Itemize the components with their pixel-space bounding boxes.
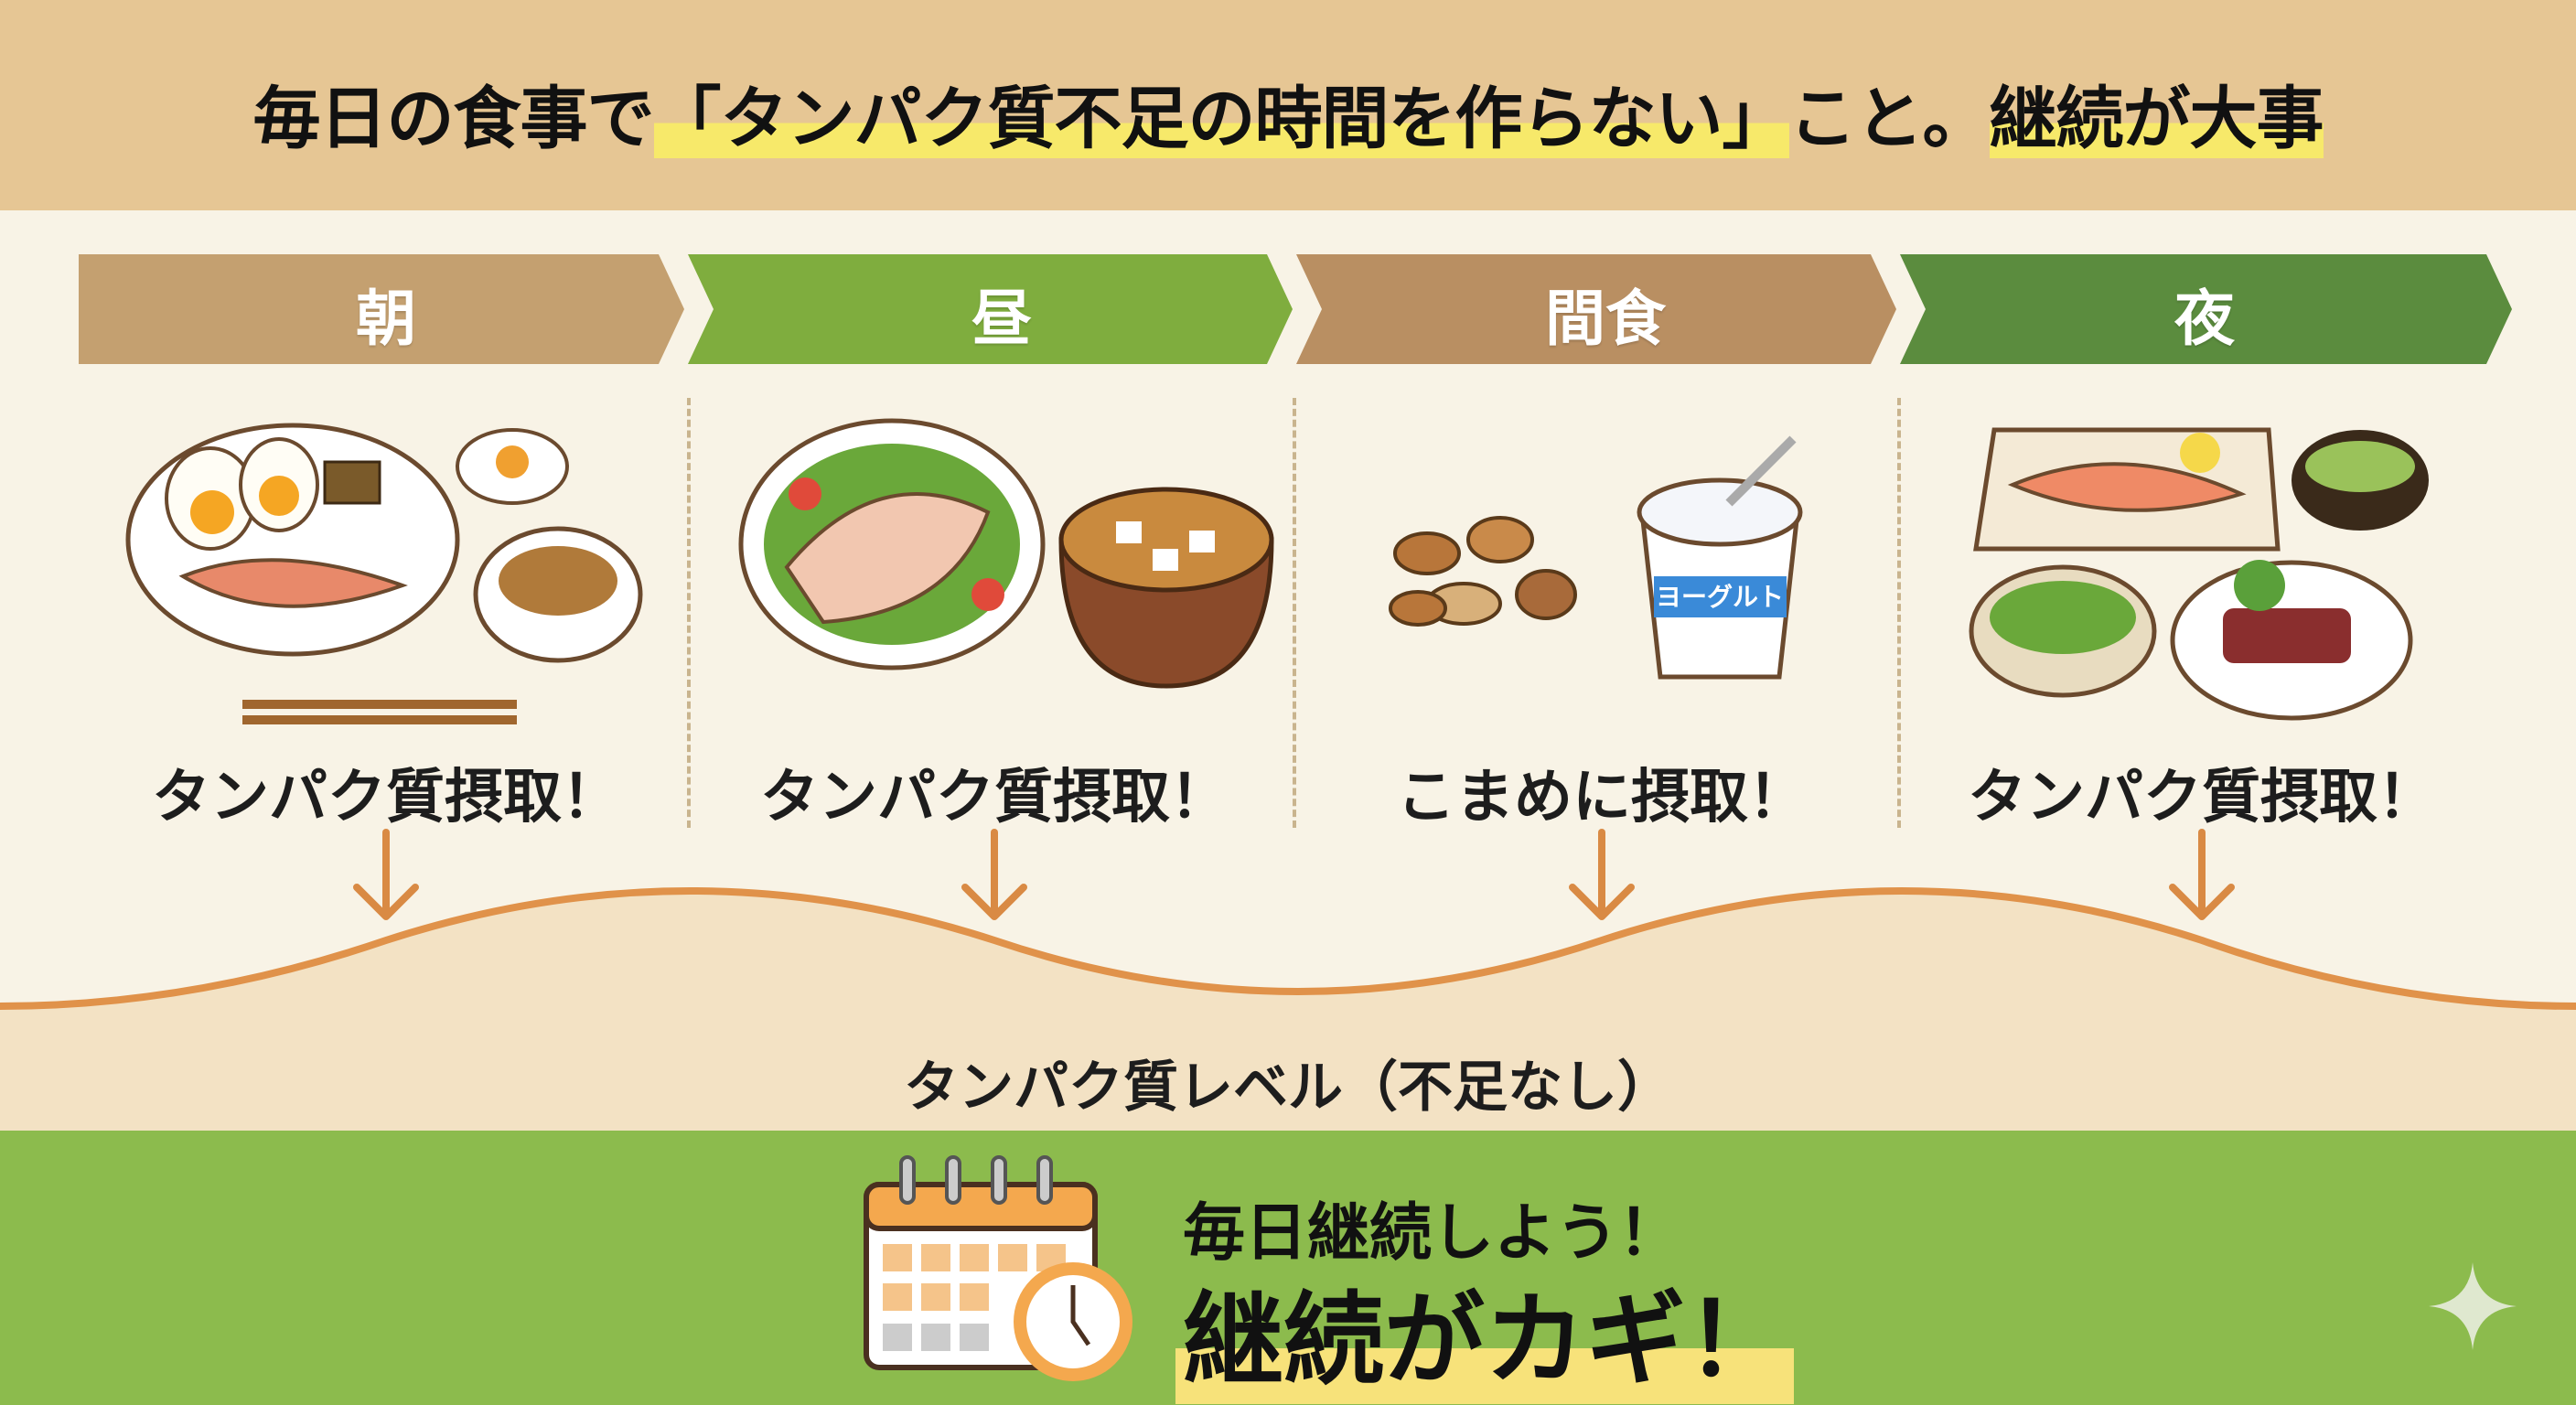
down-arrow-icon [2169, 829, 2235, 920]
yogurt-cup-icon [1637, 435, 1803, 680]
title-part: こと。 [1788, 80, 1991, 158]
level-label: タンパク質レベル（不足なし） [904, 1056, 1672, 1120]
breakfast-plate-icon [125, 423, 460, 657]
footer-line2: 継続がカギ！ [1175, 1258, 1794, 1404]
caption-night: タンパク質摂取！ [1968, 764, 2436, 831]
page-title: 毎日の食事で「タンパク質不足の時間を作らない」こと。継続が大事 [0, 64, 2576, 162]
level-wave-line [0, 887, 2576, 1010]
edamame-bowl-icon [1969, 564, 2157, 698]
title-highlight: 「タンパク質不足の時間を作らない」 [653, 80, 1790, 158]
title-part: 毎日の食事で [252, 80, 655, 158]
chopsticks-icon [242, 700, 517, 724]
down-arrow-icon [1569, 829, 1635, 920]
caption-morning: タンパク質摂取！ [152, 764, 620, 831]
banner-snack [1296, 254, 1896, 364]
banner-night [1900, 254, 2512, 364]
calendar-clock-icon [864, 1155, 1132, 1381]
caption-snack: こまめに摂取！ [1397, 764, 1807, 831]
banner-morning [79, 254, 684, 364]
title-highlight: 継続が大事 [1989, 80, 2324, 158]
down-arrow-icon [961, 829, 1027, 920]
beef-steak-icon [2170, 560, 2413, 721]
caption-noon: タンパク質摂取！ [760, 764, 1229, 831]
yogurt-label: ヨーグルト [1656, 582, 1784, 612]
chicken-salad-icon [738, 418, 1046, 670]
banner-label: 朝 [356, 284, 416, 354]
divider [1293, 398, 1296, 828]
banner-noon [688, 254, 1293, 364]
miso-soup-icon [1058, 487, 1274, 689]
salmon-plate-icon [1973, 427, 2281, 552]
mixed-nuts-icon [1389, 516, 1577, 627]
banner-label: 昼 [971, 284, 1032, 354]
sparkle-icon [2429, 1262, 2517, 1350]
level-area [0, 891, 2576, 1134]
natto-bowl-icon [456, 428, 643, 663]
food-illustrations: ヨーグルト [125, 418, 2429, 724]
divider [687, 398, 691, 828]
divider [1897, 398, 1901, 828]
timeline-banners [79, 254, 2512, 364]
down-arrow-icon [353, 829, 419, 920]
protein-level-wave [0, 829, 2576, 1134]
banner-label: 間食 [1545, 284, 1666, 354]
green-soup-icon [2292, 430, 2429, 531]
banner-label: 夜 [2174, 284, 2235, 354]
footer-line1: 毎日継続しよう！ [1183, 1197, 1681, 1270]
